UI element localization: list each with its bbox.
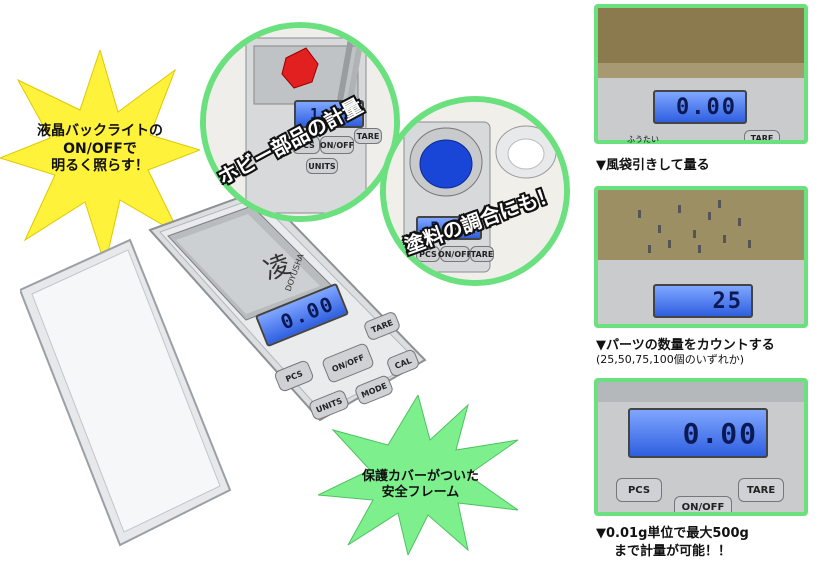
tare-ruby-text: ふうたい [627, 135, 659, 144]
frame-badge: 保護カバーがついた 安全フレーム [318, 395, 523, 555]
count-subcaption: (25,50,75,100個のいずれか) [596, 353, 745, 366]
hobby-units-key[interactable]: UNITS [306, 158, 338, 174]
precision-photo-panel: 0.00 PCS TARE ON/OFF [594, 378, 808, 516]
count-caption: ▼パーツの数量をカウントする [596, 338, 775, 353]
hobby-tare-key[interactable]: TARE [354, 128, 382, 144]
frame-badge-text: 保護カバーがついた 安全フレーム [361, 468, 479, 500]
count-lcd-display: 25 [653, 284, 753, 318]
paint-pcs-key[interactable]: PCS [416, 246, 440, 262]
tare-lcd-display: 0.00 [653, 90, 747, 124]
hobby-parts-inset: 1.49 PCS ON/OFF TARE UNITS [200, 22, 400, 222]
hobby-pcs-key[interactable]: PCS [292, 136, 320, 154]
tare-caption: ▼風袋引きして量る [596, 158, 710, 173]
hobby-lcd-display: 1.49 [294, 100, 364, 128]
hobby-onoff-key[interactable]: ON/OFF [320, 136, 354, 154]
tare-photo-panel: 0.00 TARE [594, 4, 808, 144]
precision-pcs-key[interactable]: PCS [616, 478, 662, 502]
paint-lcd-display: 5.50 [416, 216, 482, 240]
precision-lcd-display: 0.00 [628, 408, 768, 458]
precision-tare-key[interactable]: TARE [738, 478, 784, 502]
yellow-starburst-icon [0, 50, 200, 265]
tare-scale-icon [598, 8, 804, 140]
precision-onoff-key[interactable]: ON/OFF [674, 496, 732, 512]
tare-panel-tare-key[interactable]: TARE [744, 130, 780, 140]
backlight-badge: 液晶バックライトの ON/OFFで 明るく照らす！ [0, 50, 200, 265]
paint-mixing-inset: 5.50 PCS ON/OFF TARE [380, 96, 570, 286]
paint-onoff-key[interactable]: ON/OFF [438, 246, 472, 262]
count-photo-panel: 25 [594, 186, 808, 328]
green-starburst-icon [318, 395, 519, 555]
paint-tare-key[interactable]: TARE [470, 246, 494, 262]
backlight-badge-text: 液晶バックライトの ON/OFFで 明るく照らす！ [37, 123, 163, 175]
precision-caption-line2: まで計量が可能！！ [614, 544, 732, 559]
precision-caption-line1: ▼0.01g単位で最大500g [596, 526, 749, 541]
